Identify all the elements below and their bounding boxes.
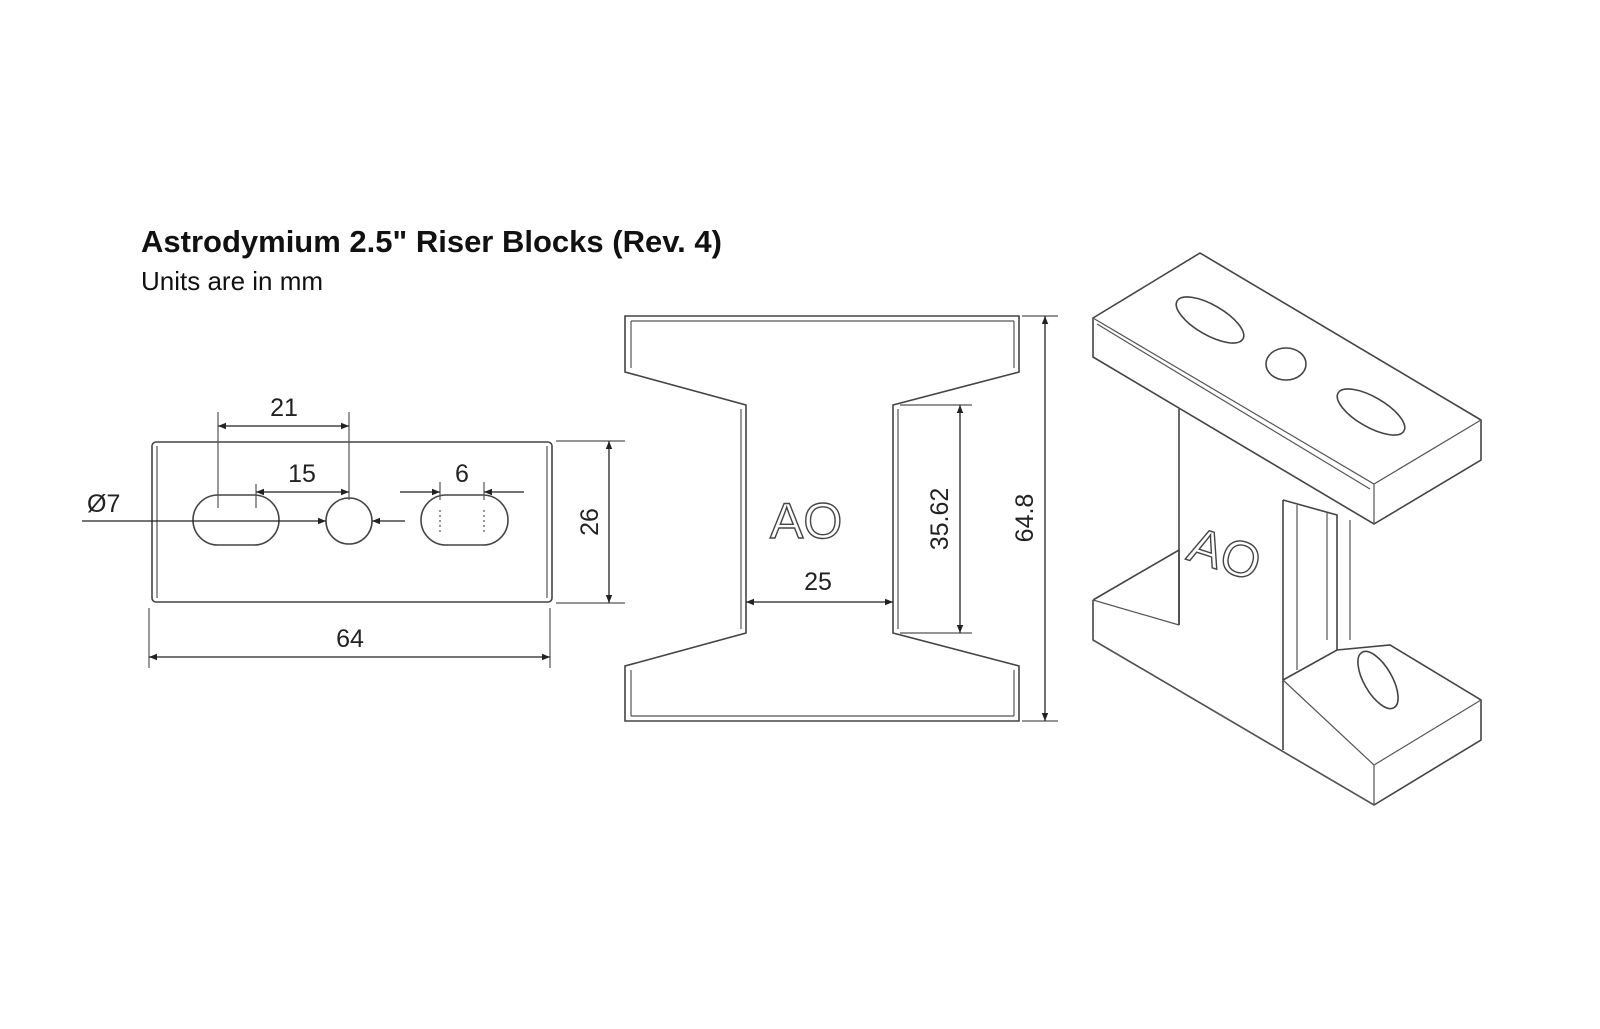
dim-web-height: 35.62 — [926, 488, 954, 551]
dim-total-height: 64.8 — [1011, 494, 1039, 543]
front-view: AO 25 35.62 64.8 — [624, 315, 1058, 722]
dim-hole-spacing: 15 — [288, 460, 316, 488]
dim-slot-spacing: 21 — [270, 394, 298, 422]
dim-width: 64 — [336, 625, 364, 653]
i-beam-outline — [624, 315, 1020, 722]
slot-right — [420, 494, 509, 546]
dim-height: 26 — [576, 508, 604, 536]
top-view-plate — [151, 441, 553, 603]
center-hole — [325, 497, 373, 545]
slot-left — [192, 494, 280, 546]
dim-web-width: 25 — [804, 568, 832, 596]
units-note: Units are in mm — [141, 266, 324, 296]
drawing-title: Astrodymium 2.5" Riser Blocks (Rev. 4) — [141, 224, 722, 259]
iso-logo: AO — [1182, 516, 1268, 592]
dim-hole-diameter: Ø7 — [87, 490, 120, 518]
iso-bottom-plate — [1092, 548, 1482, 806]
top-view: 21 15 6 Ø7 26 64 — [82, 394, 625, 668]
isometric-view: AO — [1092, 252, 1482, 806]
dim-slot-length: 6 — [455, 460, 469, 488]
iso-top-plate — [1092, 252, 1482, 525]
front-logo: AO — [770, 493, 842, 549]
